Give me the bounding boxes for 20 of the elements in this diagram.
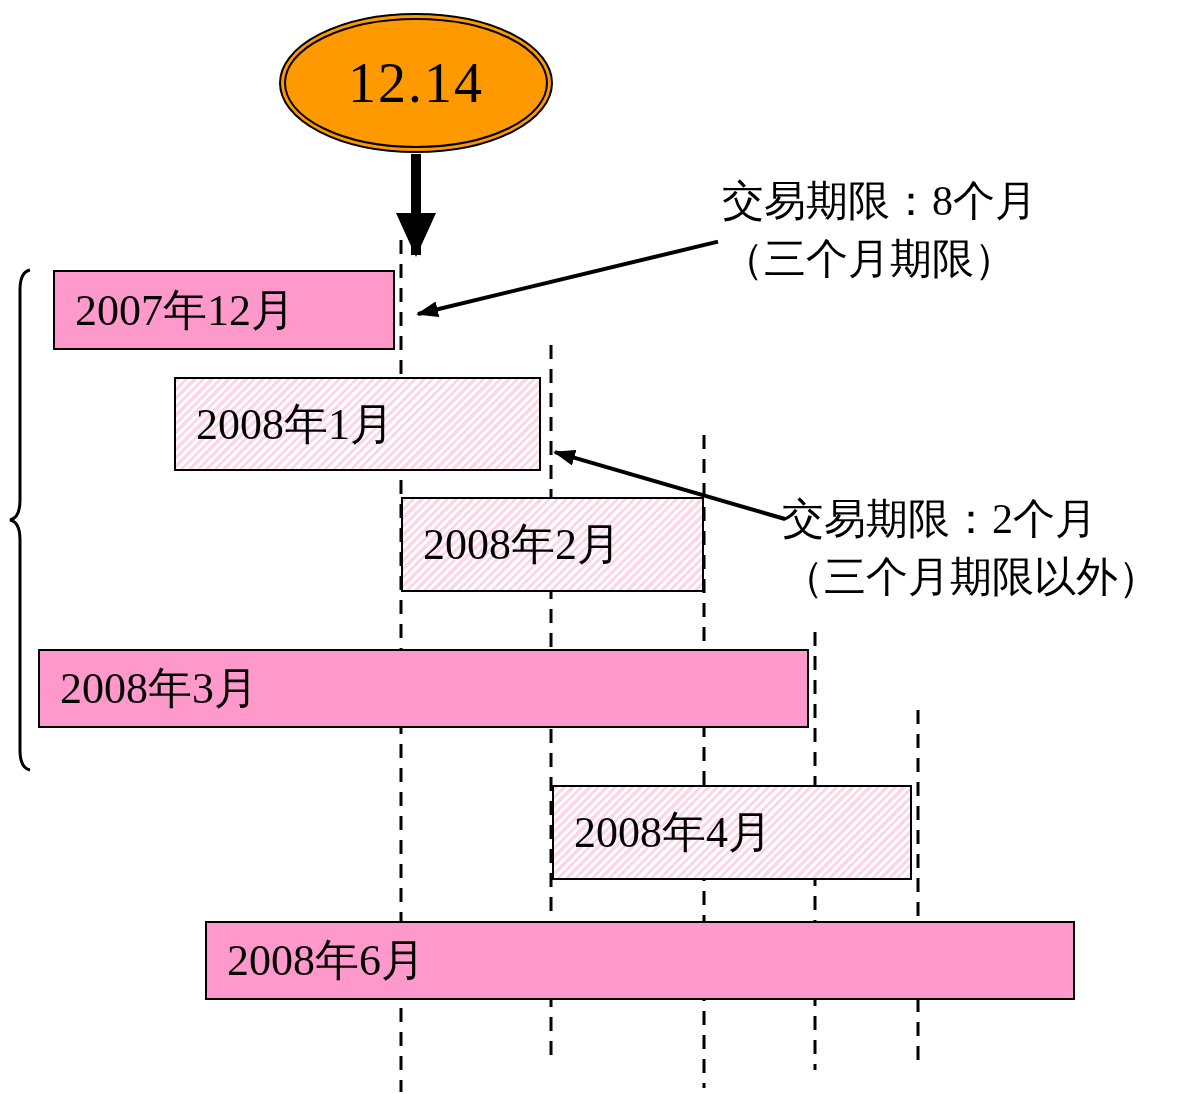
month-bar	[401, 497, 704, 592]
month-label: 2008年3月	[60, 663, 258, 715]
note-text: 交易期限：2个月	[782, 495, 1098, 544]
month-label: 2008年4月	[574, 807, 772, 859]
month-label: 2008年2月	[423, 519, 621, 571]
note-subtext: （三个月期限以外）	[782, 553, 1161, 602]
month-bar	[53, 270, 395, 350]
month-bar	[205, 921, 1075, 1000]
month-bar	[174, 377, 541, 471]
arrow	[396, 154, 436, 257]
date-label: 12.14	[348, 51, 484, 115]
month-bar	[38, 649, 809, 728]
month-label: 2008年6月	[227, 935, 425, 987]
month-label: 2008年1月	[196, 398, 394, 451]
arrow	[416, 239, 719, 318]
arrow	[553, 450, 786, 521]
month-bar	[552, 785, 912, 880]
month-label: 2007年12月	[75, 284, 295, 337]
note-text: 交易期限：8个月	[722, 177, 1038, 226]
note-subtext: （三个月期限）	[722, 235, 1017, 284]
